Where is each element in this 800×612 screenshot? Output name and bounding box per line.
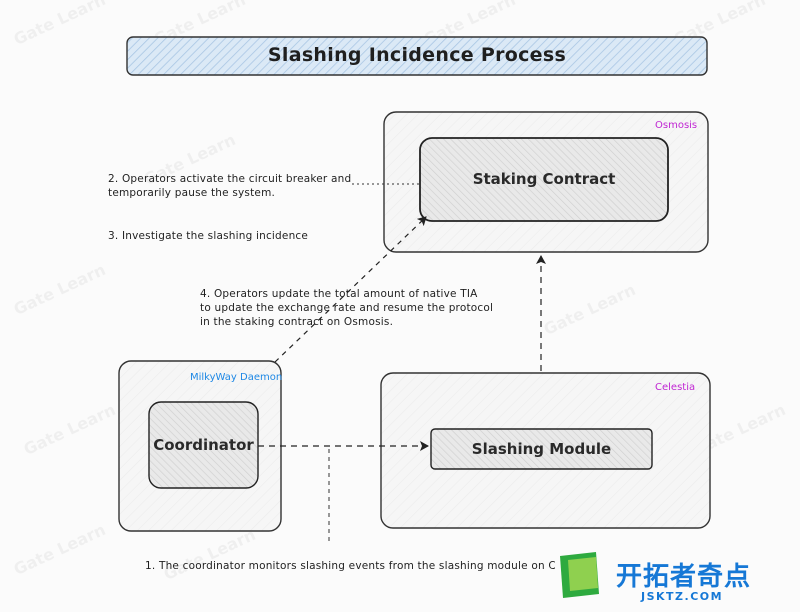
staking-contract-box	[419, 137, 669, 222]
logo-text: 开拓者奇点	[616, 562, 752, 592]
milkyway-label: MilkyWay Daemon	[190, 372, 283, 383]
slashing-module-box	[430, 428, 653, 470]
title-box	[126, 36, 708, 76]
slashing-module-label: Slashing Module	[471, 439, 612, 458]
celestia-label: Celestia	[655, 382, 696, 393]
logo-mark	[560, 552, 599, 598]
note-step1: 1. The coordinator monitors slashing eve…	[145, 560, 555, 572]
osmosis-label: Osmosis	[655, 120, 698, 131]
note-step2: 2. Operators activate the circuit breake…	[108, 173, 352, 200]
coordinator-label: Coordinator	[153, 435, 254, 454]
coordinator-box	[148, 401, 259, 489]
logo-subtext: JSKTZ.COM	[641, 590, 724, 603]
arrow-milkyway-to-staking	[274, 216, 427, 363]
diagram-title: Slashing Incidence Process	[267, 44, 567, 67]
note-step4: 4. Operators update the total amount of …	[200, 288, 494, 329]
staking-contract-label: Staking Contract	[472, 170, 616, 189]
note-step3: 3. Investigate the slashing incidence	[108, 230, 309, 242]
